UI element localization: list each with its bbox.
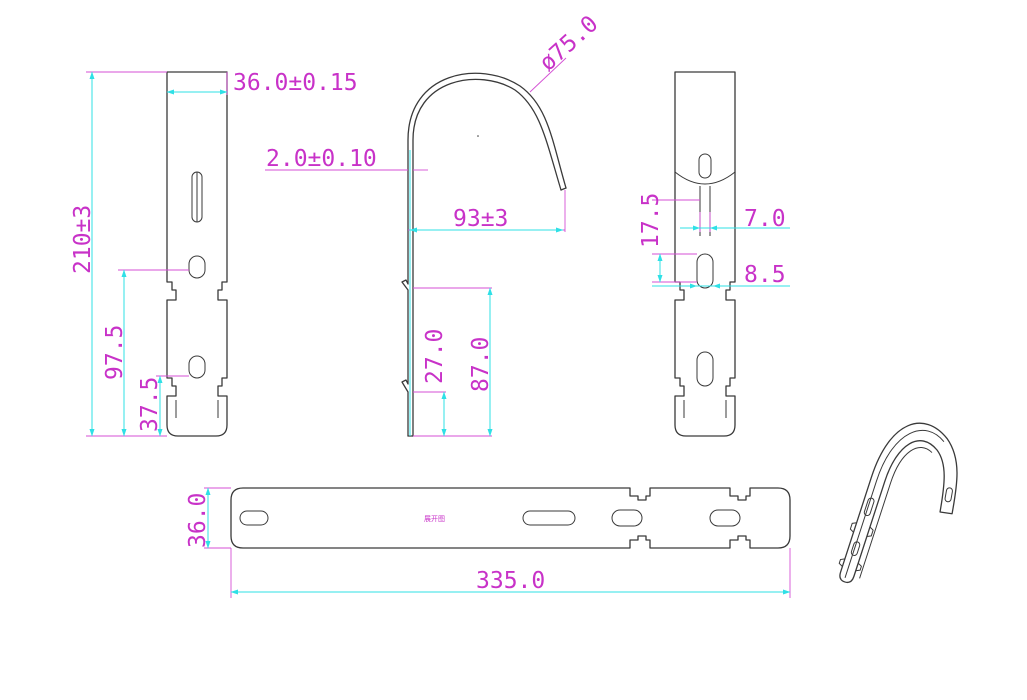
front-slot2-label: 37.5 <box>137 377 163 432</box>
flat-stamp: 展开图 <box>424 515 445 523</box>
flat-width-label: 36.0 <box>185 493 211 548</box>
back-shank-arrows <box>693 225 717 231</box>
front-low-slot <box>188 355 206 379</box>
front-view: 36.0±0.15 210±3 97.5 37.5 <box>70 70 358 437</box>
front-height-label: 210±3 <box>70 205 96 274</box>
back-mid-slot <box>696 253 714 289</box>
back-view-bend-line <box>674 171 736 185</box>
iso-slot-top <box>944 487 953 503</box>
iso-outline-back <box>844 430 945 579</box>
side-view-center-mark <box>477 135 479 137</box>
flat-slot-3 <box>611 509 643 527</box>
side-diameter-label: ø75.0 <box>535 11 604 77</box>
side-tail-label: 87.0 <box>468 337 494 392</box>
front-mid-slot <box>188 255 206 279</box>
front-slot1-label: 97.5 <box>102 325 128 380</box>
side-view-hook-outer <box>401 72 567 437</box>
side-diameter-leader <box>529 57 567 93</box>
flat-pattern: 展开图 36.0 335.0 <box>185 487 791 598</box>
back-notch-arrows <box>690 283 720 289</box>
front-view-outline <box>166 71 228 437</box>
side-reach-label: 93±3 <box>453 206 508 232</box>
front-width-label: 36.0±0.15 <box>233 70 358 96</box>
iso-outline-front <box>839 422 958 584</box>
flat-slot-2 <box>522 510 576 526</box>
back-notch-label: 8.5 <box>744 262 786 288</box>
side-thickness-label: 2.0±0.10 <box>266 146 377 172</box>
back-shank-label: 7.0 <box>744 206 786 232</box>
flat-pattern-outline <box>230 487 791 549</box>
side-view-hook-inner <box>412 78 562 437</box>
isometric-view <box>838 422 958 584</box>
front-tab-lines <box>175 400 219 418</box>
back-low-slot <box>696 351 714 387</box>
back-view-outline <box>674 71 736 437</box>
flat-slot-4 <box>709 509 741 527</box>
side-notch-label: 27.0 <box>422 329 448 384</box>
back-view: 17.5 7.0 8.5 <box>638 71 790 437</box>
iso-slot-mid <box>863 497 875 517</box>
back-slot-label: 17.5 <box>638 193 664 248</box>
iso-notches <box>838 522 874 572</box>
iso-slot-low <box>850 541 861 556</box>
flat-length-label: 335.0 <box>476 568 545 594</box>
back-top-slot <box>698 153 712 179</box>
flat-slot-1 <box>239 510 269 526</box>
side-view-tip <box>560 187 567 191</box>
back-tab-lines <box>683 400 727 418</box>
